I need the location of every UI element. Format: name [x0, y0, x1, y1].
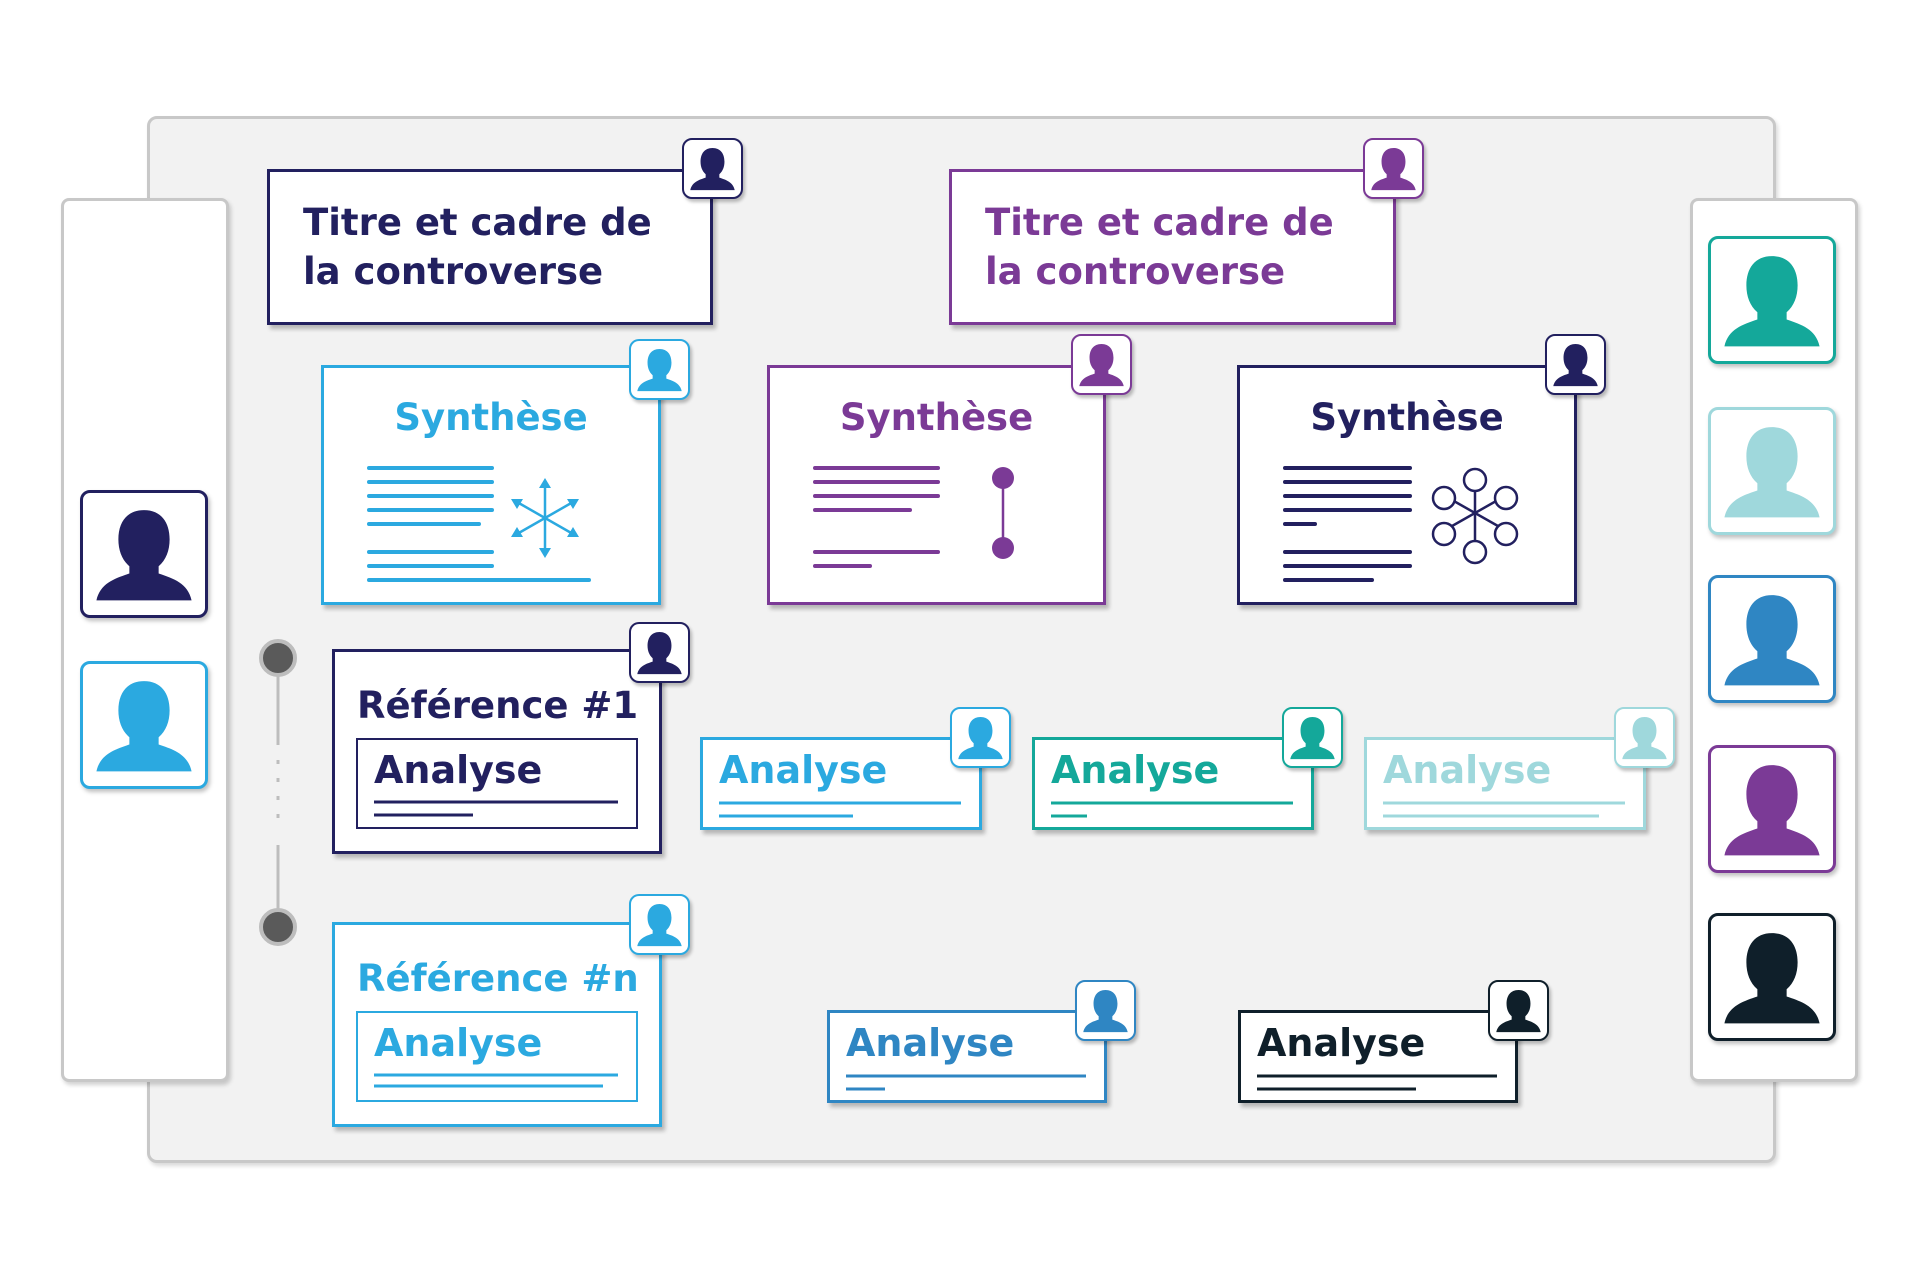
title-card[interactable]: Titre et cadre de la controverse: [267, 169, 713, 325]
analysis-card[interactable]: Analyse: [1364, 737, 1646, 830]
person-icon: [1724, 595, 1820, 686]
text-lines: [846, 1074, 1086, 1091]
author-avatar: [1363, 138, 1424, 199]
text-lines: [1051, 801, 1293, 818]
synthesis-card[interactable]: Synthèse: [767, 365, 1106, 605]
analysis-label: Analyse: [846, 1021, 1015, 1065]
analysis-card[interactable]: Analyse: [1032, 737, 1314, 830]
person-icon: [1083, 989, 1128, 1033]
arrows-star-icon: [367, 466, 591, 582]
participant-avatar-dark[interactable]: [1708, 913, 1836, 1041]
reference-card[interactable]: Référence #1 Analyse: [332, 649, 662, 854]
reference-title: Référence #n: [357, 957, 639, 1000]
participant-avatar-teal[interactable]: [1708, 236, 1836, 364]
synthesis-title: Synthèse: [1310, 396, 1504, 439]
author-avatar: [629, 894, 690, 955]
author-avatar: [1075, 980, 1136, 1041]
participant-avatar-blue[interactable]: [80, 661, 208, 789]
participant-avatar-midblue[interactable]: [1708, 575, 1836, 703]
reference-card[interactable]: Référence #n Analyse: [332, 922, 662, 1127]
person-icon: [1724, 933, 1820, 1024]
analysis-card[interactable]: Analyse: [1238, 1010, 1518, 1103]
analysis-label: Analyse: [1257, 1021, 1426, 1065]
author-avatar: [1282, 707, 1343, 768]
person-icon: [1724, 765, 1820, 856]
timeline-connector: [276, 670, 280, 920]
left-participants-panel: [61, 198, 229, 1082]
analysis-card[interactable]: Analyse: [700, 737, 982, 830]
analysis-box[interactable]: Analyse: [356, 738, 638, 829]
person-icon: [1553, 343, 1598, 387]
synthesis-title: Synthèse: [839, 396, 1034, 439]
analysis-label: Analyse: [1051, 748, 1220, 792]
title-text: Titre et cadre de la controverse: [985, 201, 1334, 293]
participant-avatar-purple[interactable]: [1708, 745, 1836, 873]
analysis-label: Analyse: [719, 748, 888, 792]
author-avatar: [1071, 334, 1132, 395]
text-lines: [374, 800, 618, 817]
person-icon: [1371, 147, 1416, 191]
title-card[interactable]: Titre et cadre de la controverse: [949, 169, 1396, 325]
person-icon: [96, 510, 192, 601]
author-avatar: [1488, 980, 1549, 1041]
author-avatar: [1545, 334, 1606, 395]
person-icon: [958, 716, 1003, 760]
analysis-label: Analyse: [374, 748, 543, 792]
participant-avatar-navy[interactable]: [80, 490, 208, 618]
person-icon: [1079, 343, 1124, 387]
timeline-end-dot[interactable]: [259, 908, 297, 946]
timeline-start-dot[interactable]: [259, 639, 297, 677]
analysis-card[interactable]: Analyse: [827, 1010, 1107, 1103]
reference-title: Référence #1: [357, 684, 639, 727]
network-icon: [1283, 466, 1519, 582]
analysis-label: Analyse: [1383, 748, 1552, 792]
text-lines: [1383, 801, 1625, 818]
person-icon: [1622, 716, 1667, 760]
person-icon: [1724, 427, 1820, 518]
person-icon: [637, 631, 682, 675]
participant-avatar-lightteal[interactable]: [1708, 407, 1836, 535]
synthesis-card[interactable]: Synthèse: [321, 365, 661, 605]
person-icon: [96, 681, 192, 772]
synthesis-title: Synthèse: [394, 396, 588, 439]
author-avatar: [950, 707, 1011, 768]
analysis-label: Analyse: [374, 1021, 543, 1065]
title-text: Titre et cadre de la controverse: [303, 201, 652, 293]
person-icon: [690, 147, 735, 191]
text-lines: [1257, 1074, 1497, 1091]
person-icon: [637, 903, 682, 947]
person-icon: [1496, 989, 1541, 1033]
author-avatar: [629, 339, 690, 400]
person-icon: [637, 348, 682, 392]
synthesis-card[interactable]: Synthèse: [1237, 365, 1577, 605]
timeline-icon: [813, 466, 1014, 568]
author-avatar: [629, 622, 690, 683]
analysis-box[interactable]: Analyse: [356, 1011, 638, 1102]
text-lines: [374, 1073, 618, 1088]
person-icon: [1290, 716, 1335, 760]
text-lines: [719, 801, 961, 818]
author-avatar: [1614, 707, 1675, 768]
author-avatar: [682, 138, 743, 199]
person-icon: [1724, 256, 1820, 347]
